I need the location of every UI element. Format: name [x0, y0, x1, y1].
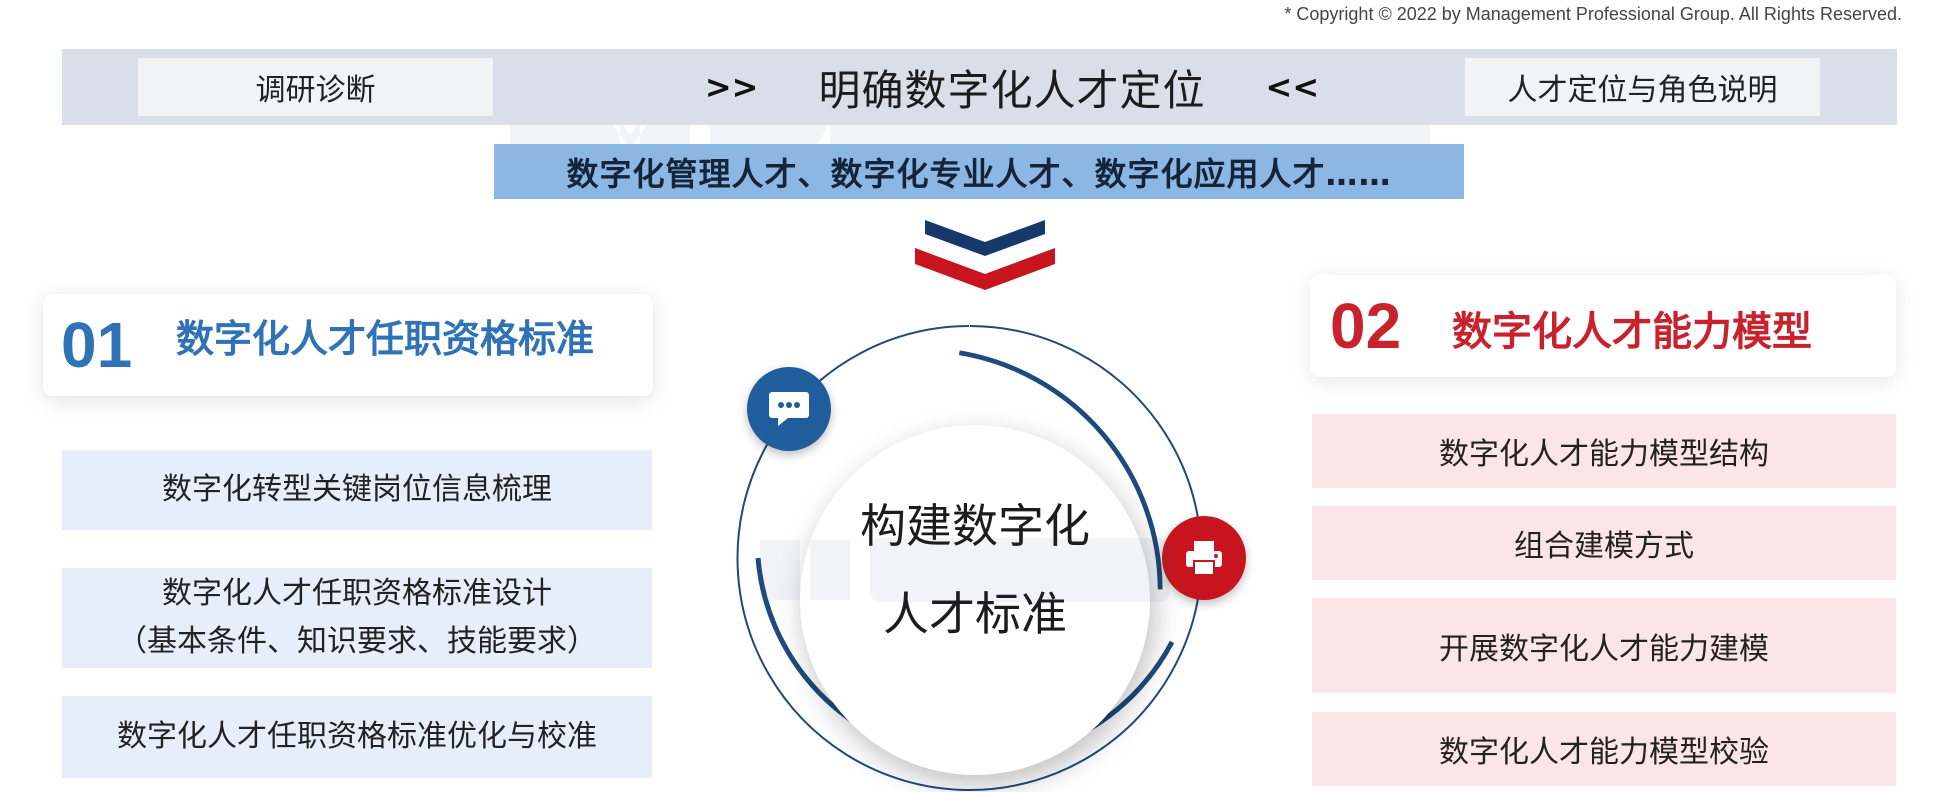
- section01-item: 数字化人才任职资格标准设计 （基本条件、知识要求、技能要求）: [62, 568, 652, 668]
- arrow-right-indicator: >>: [704, 68, 759, 106]
- center-disc: [800, 425, 1150, 775]
- chat-bubble-icon: [747, 367, 831, 451]
- copyright-notice: * Copyright © 2022 by Management Profess…: [1284, 4, 1902, 24]
- section02-item: 组合建模方式: [1312, 506, 1896, 580]
- section01-item-sublabel: （基本条件、知识要求、技能要求）: [117, 624, 597, 659]
- center-title: 构建数字化 人才标准: [800, 482, 1150, 658]
- section02-item: 数字化人才能力模型结构: [1312, 414, 1896, 488]
- section02-item-label: 数字化人才能力模型校验: [1439, 735, 1769, 770]
- section01-number: 01: [61, 309, 133, 381]
- center-title-line2: 人才标准: [883, 587, 1067, 641]
- double-chevron-down-icon: [915, 220, 1055, 290]
- center-title-line1: 构建数字化: [860, 499, 1090, 553]
- section02-item-label: 组合建模方式: [1514, 529, 1694, 564]
- arrow-left-indicator: <<: [1265, 68, 1320, 106]
- subtitle-bar: 数字化管理人才、数字化专业人才、数字化应用人才……: [494, 144, 1464, 199]
- header-bar: 调研诊断 >> 明确数字化人才定位 << 人才定位与角色说明: [62, 49, 1897, 125]
- section01-item: 数字化人才任职资格标准优化与校准: [62, 696, 652, 778]
- section01-item-label: 数字化转型关键岗位信息梳理: [162, 472, 552, 507]
- section02-item: 数字化人才能力模型校验: [1312, 712, 1896, 786]
- section02-header-card: 02 数字化人才能力模型: [1310, 275, 1896, 377]
- section01-item-label: 数字化人才任职资格标准优化与校准: [117, 719, 597, 754]
- printer-icon: [1162, 516, 1246, 600]
- section01-header-card: 01 数字化人才任职资格标准: [43, 294, 653, 396]
- section02-number: 02: [1330, 290, 1402, 362]
- section02-item: 开展数字化人才能力建模: [1312, 598, 1896, 693]
- center-circle-graphic: 构建数字化 人才标准: [720, 312, 1246, 792]
- header-left-label: 调研诊断: [138, 58, 493, 116]
- section01-title: 数字化人才任职资格标准: [175, 317, 594, 361]
- section01-item-label: 数字化人才任职资格标准设计: [162, 576, 552, 611]
- header-center: >> 明确数字化人才定位 <<: [662, 49, 1362, 125]
- header-title: 明确数字化人才定位: [818, 65, 1206, 115]
- header-right-label: 人才定位与角色说明: [1465, 58, 1820, 116]
- section01-item: 数字化转型关键岗位信息梳理: [62, 450, 652, 530]
- section02-item-label: 开展数字化人才能力建模: [1439, 631, 1769, 667]
- section02-item-label: 数字化人才能力模型结构: [1439, 437, 1769, 472]
- section02-title: 数字化人才能力模型: [1452, 309, 1812, 355]
